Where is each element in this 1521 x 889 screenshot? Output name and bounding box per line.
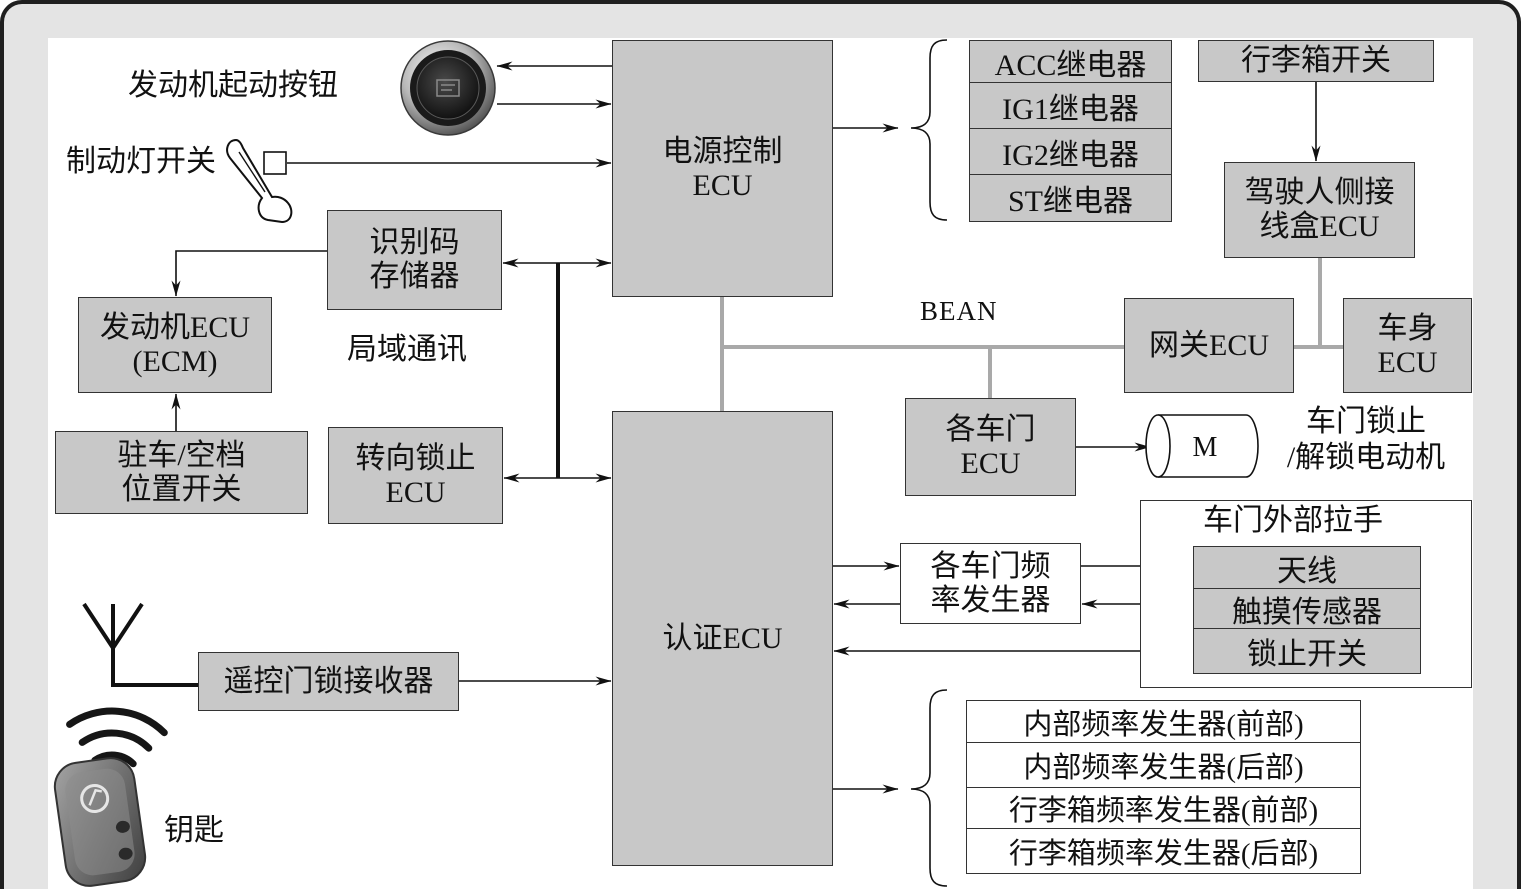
certification-ecu: 认证ECU bbox=[612, 411, 833, 866]
park-neutral-switch-line1: 驻车/空档 bbox=[117, 438, 246, 472]
body-ecu-line1: 车身 bbox=[1377, 311, 1438, 345]
engine-ecu-line2: (ECM) bbox=[132, 345, 218, 378]
door-lock-motor-label-line1: 车门锁止 bbox=[1306, 405, 1426, 438]
relay-brace bbox=[910, 39, 948, 221]
brake-pedal-icon bbox=[226, 138, 293, 224]
handle-touch-sensor: 触摸传感器 bbox=[1194, 589, 1420, 629]
relay-list: ACC继电器 IG1继电器 IG2继电器 ST继电器 bbox=[969, 40, 1172, 222]
key-label: 钥匙 bbox=[164, 814, 224, 847]
engine-ecu-line1: 发动机ECU bbox=[100, 311, 250, 344]
relay-st: ST继电器 bbox=[970, 175, 1171, 221]
oscillator-brace bbox=[910, 689, 948, 887]
steering-lock-ecu-line2: ECU bbox=[385, 475, 446, 509]
door-ecu-line1: 各车门 bbox=[945, 413, 1036, 446]
door-oscillator: 各车门频 率发生器 bbox=[900, 543, 1081, 624]
driver-side-junction-block-ecu: 驾驶人侧接 线盒ECU bbox=[1224, 162, 1415, 258]
steering-lock-ecu: 转向锁止 ECU bbox=[328, 427, 503, 524]
engine-start-button-label: 发动机起动按钮 bbox=[128, 69, 338, 102]
power-control-ecu-type: ECU bbox=[692, 168, 753, 202]
relay-ig1: IG1继电器 bbox=[970, 83, 1171, 129]
brake-light-switch-label: 制动灯开关 bbox=[66, 145, 216, 178]
oscillator-interior-front: 内部频率发生器(前部) bbox=[967, 701, 1360, 743]
steering-lock-ecu-line1: 转向锁止 bbox=[355, 441, 476, 475]
park-neutral-switch-line2: 位置开关 bbox=[121, 472, 242, 506]
door-oscillator-line2: 率发生器 bbox=[930, 583, 1051, 617]
outside-door-handle-title: 车门外部拉手 bbox=[1203, 504, 1383, 537]
handle-antenna: 天线 bbox=[1194, 547, 1420, 589]
relay-acc: ACC继电器 bbox=[970, 41, 1171, 83]
oscillator-trunk-rear: 行李箱频率发生器(后部) bbox=[967, 829, 1360, 873]
door-ecu: 各车门 ECU bbox=[905, 398, 1076, 496]
engine-ecu: 发动机ECU (ECM) bbox=[78, 297, 272, 393]
remote-door-lock-receiver: 遥控门锁接收器 bbox=[198, 652, 459, 711]
motor-symbol: M bbox=[1193, 432, 1218, 463]
driver-side-junction-block-ecu-line2: 线盒ECU bbox=[1259, 210, 1380, 243]
brake-light-switch-icon bbox=[263, 151, 287, 175]
id-code-memory-line1: 识别码 bbox=[369, 226, 460, 259]
engine-start-button-icon bbox=[400, 40, 496, 136]
id-code-memory: 识别码 存储器 bbox=[327, 210, 502, 310]
oscillator-list: 内部频率发生器(前部) 内部频率发生器(后部) 行李箱频率发生器(前部) 行李箱… bbox=[966, 700, 1361, 874]
gateway-ecu: 网关ECU bbox=[1124, 298, 1294, 393]
door-lock-motor-label: 车门锁止 /解锁电动机 bbox=[1268, 404, 1464, 476]
relay-ig2: IG2继电器 bbox=[970, 129, 1171, 175]
arrow-id-memory-to-engine-ecu bbox=[171, 250, 327, 297]
park-neutral-position-switch: 驻车/空档 位置开关 bbox=[55, 431, 308, 514]
motor-icon: M bbox=[1145, 414, 1259, 478]
local-communication-label: 局域通讯 bbox=[347, 333, 467, 366]
bean-bus-label: BEAN bbox=[920, 296, 998, 326]
power-control-ecu-name: 电源控制 bbox=[662, 134, 783, 168]
power-control-ecu: 电源控制 ECU bbox=[612, 40, 833, 297]
smart-key-icon bbox=[53, 707, 168, 887]
id-code-memory-line2: 存储器 bbox=[369, 260, 460, 293]
oscillator-interior-rear: 内部频率发生器(后部) bbox=[967, 743, 1360, 788]
bean-bus-lines bbox=[720, 258, 1343, 411]
door-ecu-line2: ECU bbox=[960, 447, 1021, 480]
body-ecu-line2: ECU bbox=[1377, 345, 1438, 379]
trunk-switch: 行李箱开关 bbox=[1198, 40, 1434, 82]
handle-lock-switch: 锁止开关 bbox=[1194, 629, 1420, 673]
door-oscillator-line1: 各车门频 bbox=[930, 549, 1051, 583]
driver-side-junction-block-ecu-line1: 驾驶人侧接 bbox=[1244, 176, 1395, 209]
outside-door-handle-parts: 天线 触摸传感器 锁止开关 bbox=[1193, 546, 1421, 674]
door-lock-motor-label-line2: /解锁电动机 bbox=[1286, 441, 1446, 474]
oscillator-trunk-front: 行李箱频率发生器(前部) bbox=[967, 788, 1360, 829]
antenna-icon bbox=[82, 602, 198, 687]
body-ecu: 车身 ECU bbox=[1343, 298, 1472, 393]
